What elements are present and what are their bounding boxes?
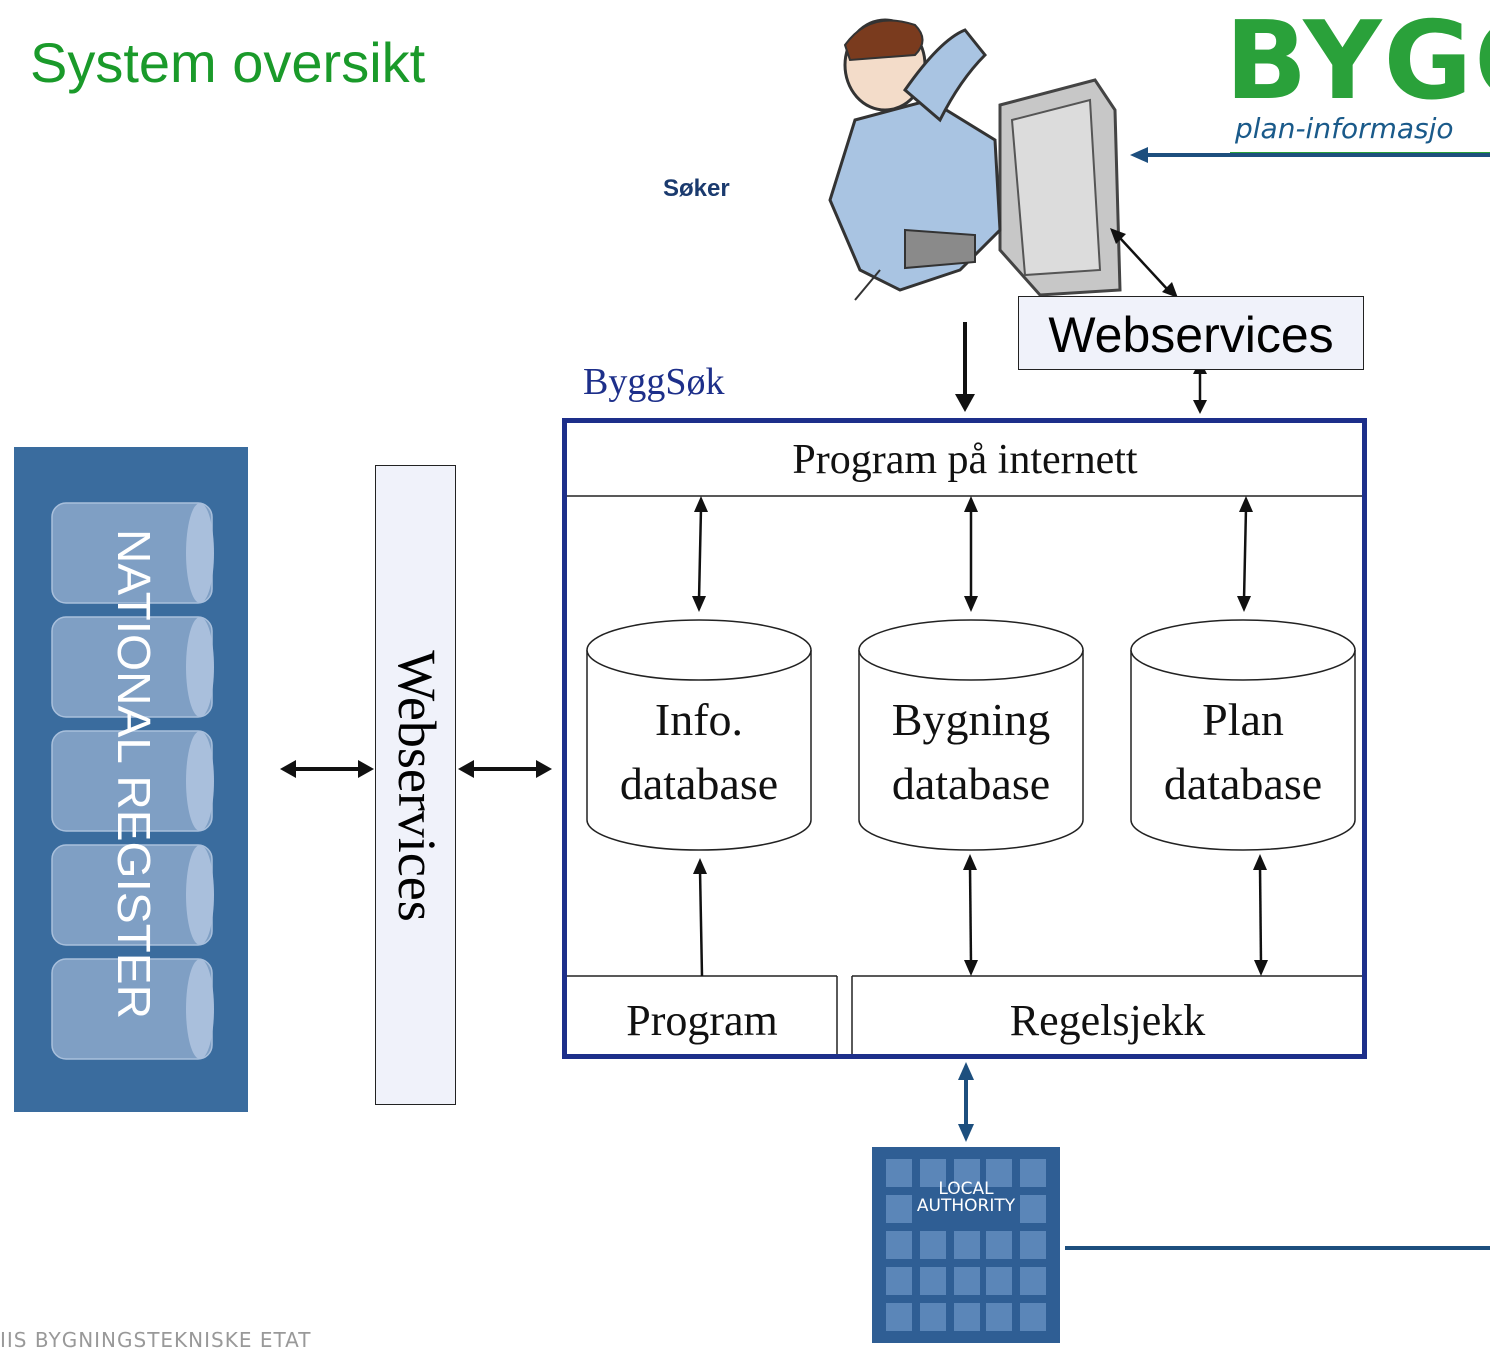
webservices-byggsok-horizontal-arrow — [458, 760, 552, 778]
plan-database-line1: Plan — [1202, 694, 1284, 745]
register-webservices-arrow — [280, 760, 374, 778]
webservices-top-box: Webservices — [1018, 296, 1364, 370]
regelsjekk-label: Regelsjekk — [1009, 996, 1206, 1045]
national-register-text: NATIONAL REGISTER — [108, 529, 160, 1019]
monitor-webservices-arrow — [1110, 228, 1178, 298]
bygg-logo-subtitle: plan-informasjo — [1235, 112, 1454, 145]
national-register-panel: NATIONAL REGISTER — [14, 447, 248, 1112]
internett-plan-arrow — [1237, 496, 1253, 612]
byggsok-local-authority-arrow — [958, 1062, 974, 1142]
plan-database-line2: database — [1163, 758, 1323, 809]
bygning-database-cylinder — [858, 619, 1084, 851]
info-database-cylinder — [586, 619, 812, 851]
webservices-vertical-box: Webservices — [375, 465, 456, 1105]
applicant-label: Søker — [663, 175, 730, 202]
bygg-logo: BYGG — [1225, 8, 1490, 116]
plan-database-label: Plan database — [1131, 688, 1355, 816]
applicant-down-arrow — [955, 322, 975, 412]
plan-database-cylinder — [1130, 619, 1356, 851]
applicant-illustration-icon — [828, 18, 1122, 301]
bygning-regelsjekk-arrow — [963, 854, 978, 976]
footer-text: IIS BYGNINGSTEKNISKE ETAT — [0, 1328, 312, 1352]
internett-bygning-arrow — [964, 496, 978, 612]
bygning-database-line2: database — [891, 758, 1051, 809]
local-authority-line2: AUTHORITY — [916, 1196, 1016, 1216]
plan-regelsjekk-arrow — [1253, 854, 1268, 976]
program-label: Program — [626, 996, 778, 1045]
byggsok-system-box — [562, 418, 1367, 1059]
local-authority-label: LOCAL AUTHORITY — [872, 1181, 1060, 1215]
logo-connector-arrow — [1130, 147, 1490, 163]
bygning-database-line1: Bygning — [891, 694, 1051, 745]
byggsok-label: ByggSøk — [583, 361, 725, 403]
program-info-arrow — [693, 858, 707, 977]
page-title: System oversikt — [30, 31, 426, 94]
local-authority-building: LOCAL AUTHORITY — [872, 1147, 1060, 1343]
building-icon — [886, 1159, 1046, 1331]
info-database-line2: database — [619, 758, 779, 809]
local-authority-line1: LOCAL — [938, 1179, 994, 1199]
internett-info-arrow — [692, 496, 708, 612]
info-database-line1: Info. — [654, 694, 744, 745]
webservices-vertical-label: Webservices — [387, 650, 447, 922]
bygning-database-label: Bygning database — [859, 688, 1083, 816]
info-database-label: Info. database — [587, 688, 811, 816]
national-register-icon: NATIONAL REGISTER — [51, 502, 214, 1060]
program-internett-label: Program på internett — [792, 437, 1138, 483]
